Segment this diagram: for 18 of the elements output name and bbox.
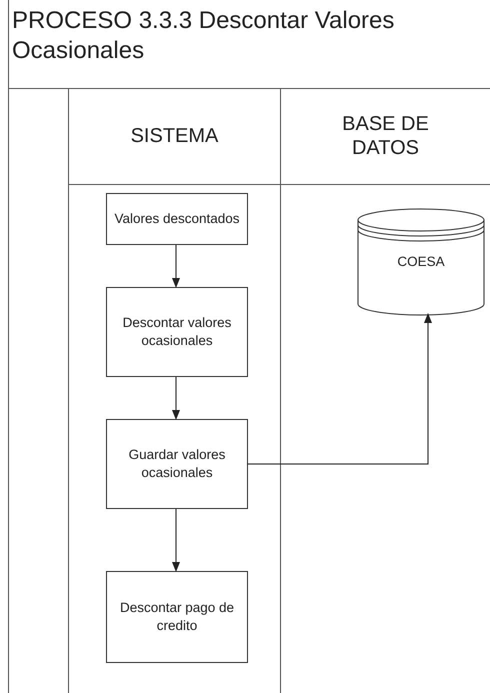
lane-header: SISTEMA [130,124,220,148]
arrow [172,508,180,572]
process-box [106,193,248,245]
arrow [172,244,180,288]
process-box [106,287,248,377]
swimlane [68,88,280,693]
swimlane [280,88,490,693]
arrow [172,376,180,420]
box-label: Guardar valores ocasionales [128,446,226,482]
box-label: Descontar valores ocasionales [122,314,232,350]
box-label: Valores descontados [113,210,241,228]
box-label: COESA [396,253,446,271]
diagram-title: PROCESO 3.3.3 Descontar Valores Ocasionales [12,6,396,66]
lane-header: BASE DE DATOS [341,112,430,160]
box-label: Descontar pago de credito [118,599,236,635]
process-box [106,571,248,663]
arrow [246,313,432,464]
process-box [106,419,248,509]
